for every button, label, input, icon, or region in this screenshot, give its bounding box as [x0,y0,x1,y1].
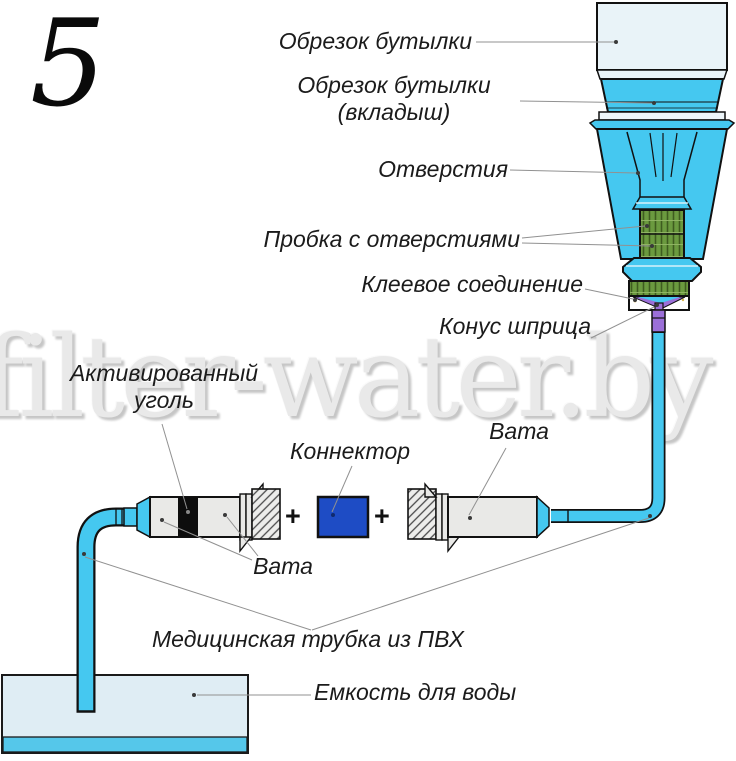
activated-carbon-band [178,497,198,537]
figure-number: 5 [30,0,107,134]
label-activated-carbon-line1: Активированный [69,360,259,386]
label-activated-carbon-line2: уголь [134,387,194,413]
label-water-container: Емкость для воды [314,679,517,705]
bottle-cutoff-outer [595,2,729,80]
plus-sign-1: + [285,501,301,531]
label-cork-with-holes: Пробка с отверстиями [263,226,520,252]
right-syringe [407,482,550,554]
label-activated-carbon: Активированный уголь [48,360,280,414]
plus-sign-2: + [374,501,390,531]
label-cotton-right: Вата [489,418,549,444]
label-bottle-cut: Обрезок бутылки [278,28,472,54]
label-cotton-left: Вата [253,553,313,579]
syringe-tip [536,495,550,539]
bottle-funnel [595,128,729,260]
water-container [1,674,249,754]
watermark-text: filter-water.by [0,313,713,443]
label-bottle-insert: Обрезок бутылки (вкладыш) [268,72,520,126]
cork-with-holes-upper [639,209,685,259]
label-syringe-cone: Конус шприца [439,313,591,339]
label-connector: Коннектор [289,438,411,464]
leader-dots [82,40,659,697]
connector-block [316,495,370,539]
cork-with-holes-lower [628,280,690,297]
bottle-collar-ring [588,111,736,130]
left-syringe [123,482,281,554]
syringe-tip [136,495,151,539]
bottle-neck-flare [622,257,702,282]
label-pvc-tube: Медицинская трубка из ПВХ [152,626,464,652]
leader-lines [84,41,655,696]
label-glue-joint: Клеевое соединение [361,271,583,297]
label-bottle-insert-line2: (вкладыш) [337,99,451,125]
glue-joint-and-cone [628,295,690,333]
label-holes: Отверстия [378,156,508,182]
pvc-tube-left [76,507,150,713]
bottle-cutoff-insert [599,78,725,113]
label-bottle-insert-line1: Обрезок бутылки [297,72,491,98]
pvc-tube-right [551,332,666,523]
